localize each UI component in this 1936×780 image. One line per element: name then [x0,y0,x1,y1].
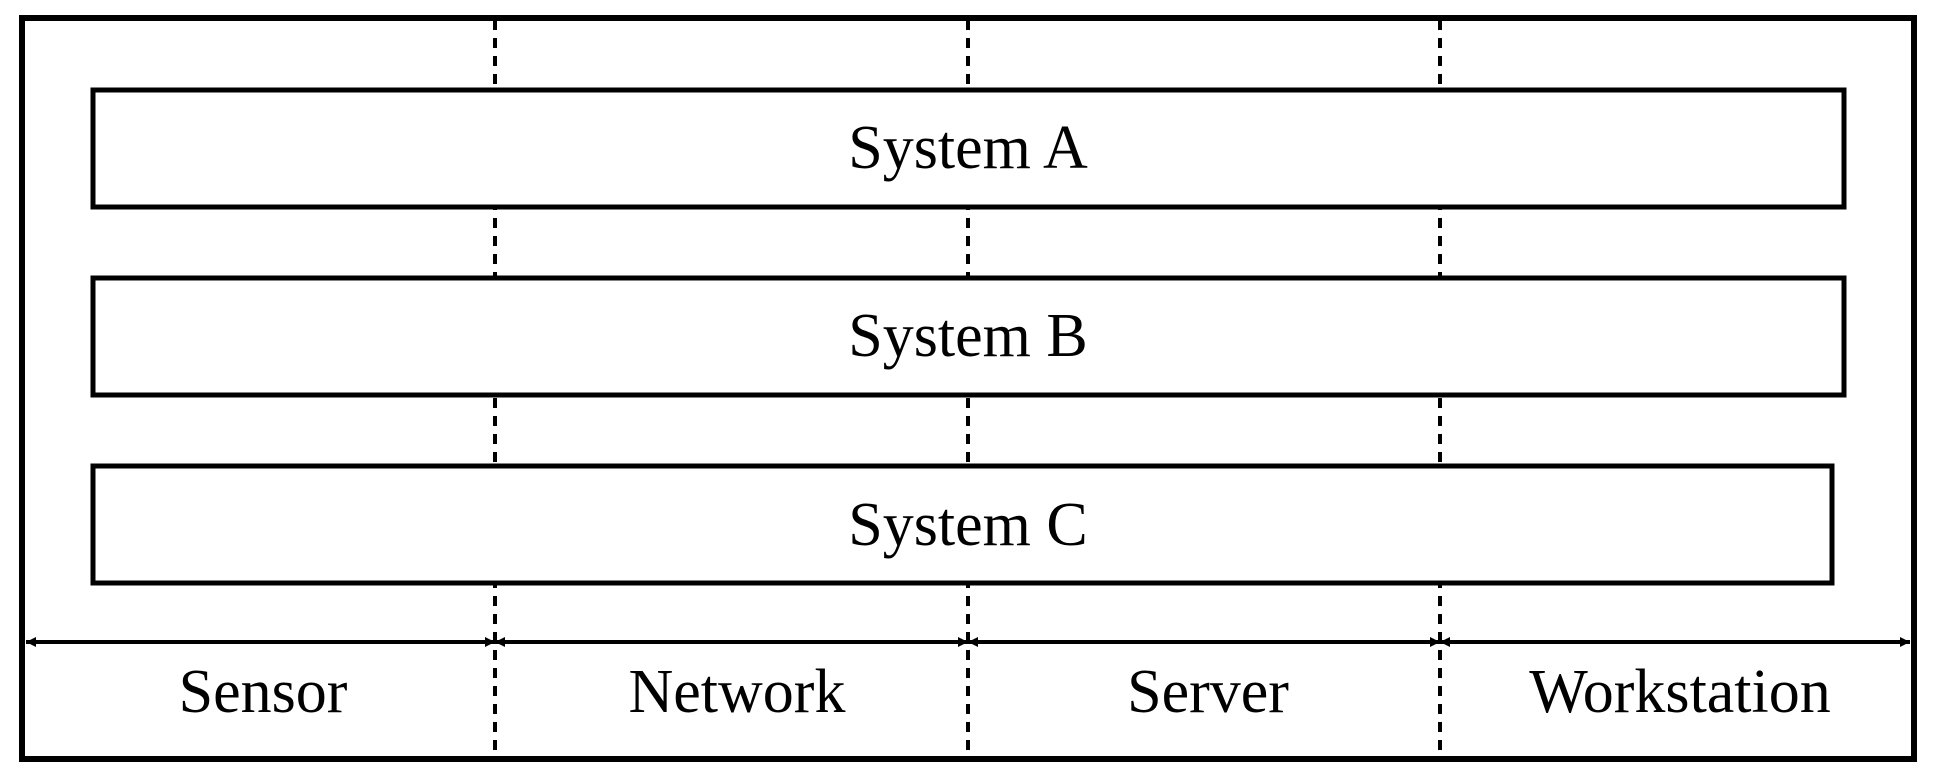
system-c-label: System C [848,491,1087,559]
system-b: System B [90,275,1847,398]
outer-frame [19,15,1917,762]
system-a: System A [90,87,1847,210]
zone-label-sensor: Sensor [179,658,348,726]
system-c-box [90,463,1835,586]
zone-label-network: Network [629,658,846,726]
system-a-box [90,87,1847,210]
system-b-label: System B [848,302,1087,370]
system-a-label: System A [848,114,1088,182]
zone-label-workstation: Workstation [1529,658,1831,726]
zone-label-server: Server [1127,658,1289,726]
zone-labels: Sensor Network Server Workstation [179,658,1831,726]
system-b-box [90,275,1847,398]
system-c: System C [90,463,1835,586]
